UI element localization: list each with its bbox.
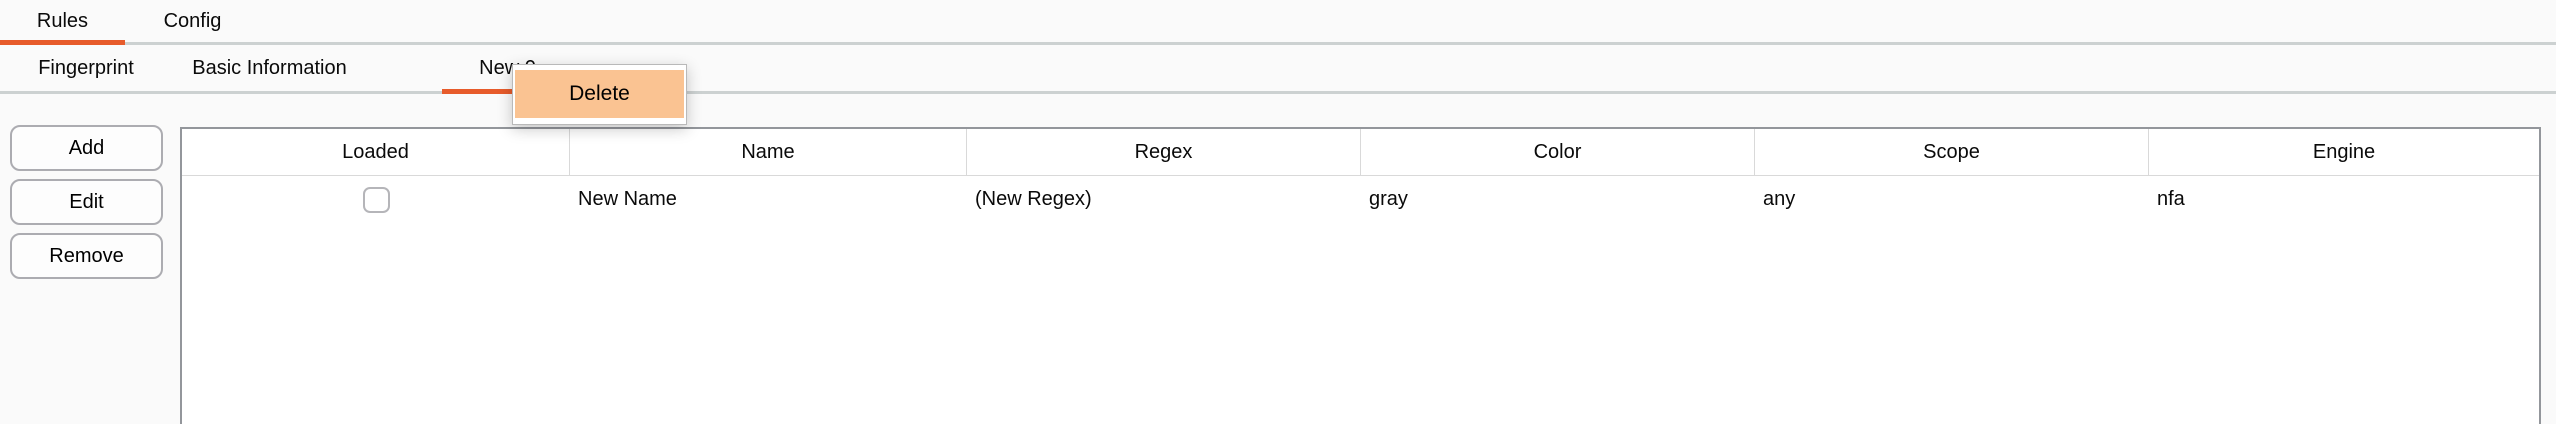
table-row[interactable]: New Name (New Regex) gray any nfa xyxy=(182,176,2539,223)
cell-scope: any xyxy=(1763,188,1796,210)
column-header-name[interactable]: Name xyxy=(570,129,967,175)
column-header-color[interactable]: Color xyxy=(1361,129,1755,175)
tab-rules[interactable]: Rules xyxy=(0,0,125,45)
tab-config[interactable]: Config xyxy=(163,9,222,32)
loaded-checkbox[interactable] xyxy=(362,186,390,213)
context-menu: Delete xyxy=(512,64,687,125)
context-menu-item-delete[interactable]: Delete xyxy=(515,70,684,118)
remove-button[interactable]: Remove xyxy=(10,233,163,279)
cell-color: gray xyxy=(1369,188,1408,210)
cell-engine: nfa xyxy=(2157,188,2185,210)
rule-actions-panel: Add Edit Remove xyxy=(10,125,163,279)
secondary-tab-bar: Fingerprint Basic Information New 0 xyxy=(0,45,2556,94)
primary-tab-bar: Rules Config xyxy=(0,0,2556,45)
column-header-regex[interactable]: Regex xyxy=(967,129,1361,175)
cell-loaded xyxy=(182,176,570,223)
tab-basic-information[interactable]: Basic Information xyxy=(192,56,347,79)
column-header-loaded[interactable]: Loaded xyxy=(182,129,570,175)
table-header-row: Loaded Name Regex Color Scope Engine xyxy=(182,129,2539,176)
column-header-engine[interactable]: Engine xyxy=(2312,140,2376,163)
edit-button[interactable]: Edit xyxy=(10,179,163,225)
column-header-scope[interactable]: Scope xyxy=(1755,129,2149,175)
rules-table: Loaded Name Regex Color Scope Engine New… xyxy=(180,127,2541,424)
cell-name: New Name xyxy=(578,188,677,210)
cell-regex: (New Regex) xyxy=(975,188,1092,210)
tab-fingerprint[interactable]: Fingerprint xyxy=(38,56,134,79)
add-button[interactable]: Add xyxy=(10,125,163,171)
rules-content: Add Edit Remove Loaded Name Regex Color … xyxy=(0,94,2556,424)
